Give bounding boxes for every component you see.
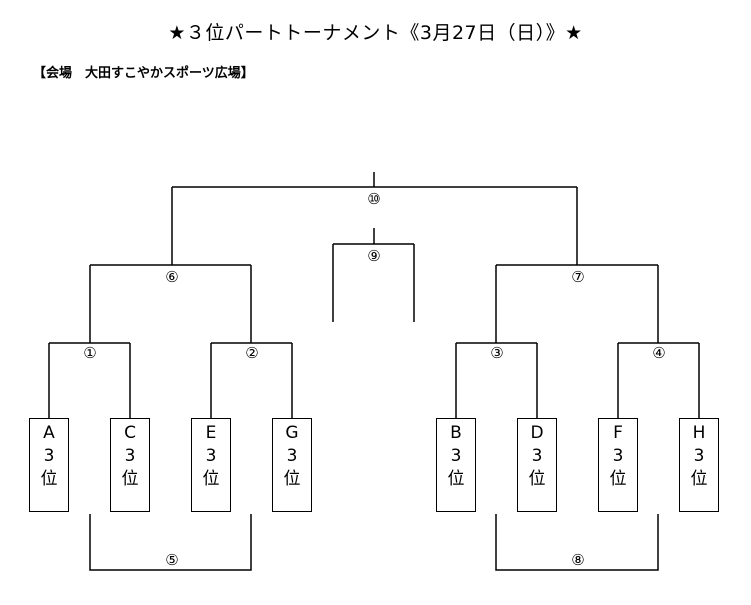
venue-label: 【会場 大田すこやかスポーツ広場】 bbox=[33, 66, 254, 81]
match4-line bbox=[617, 342, 700, 418]
team-box-c: C 3 位 bbox=[110, 418, 150, 512]
final-line bbox=[171, 172, 578, 265]
team-box-h: H 3 位 bbox=[679, 418, 719, 512]
match8-line bbox=[495, 514, 659, 571]
match2-line bbox=[210, 342, 293, 418]
match1-line bbox=[48, 342, 131, 418]
team-rank: 3 bbox=[205, 446, 217, 466]
match-1-label: ① bbox=[83, 344, 97, 362]
team-suffix: 位 bbox=[283, 469, 301, 489]
team-letter: F bbox=[613, 423, 623, 443]
team-suffix: 位 bbox=[447, 469, 465, 489]
match9-line bbox=[332, 228, 415, 322]
team-suffix: 位 bbox=[690, 469, 708, 489]
match-4-label: ④ bbox=[652, 344, 666, 362]
team-suffix: 位 bbox=[609, 469, 627, 489]
team-suffix: 位 bbox=[202, 469, 220, 489]
team-box-e: E 3 位 bbox=[191, 418, 231, 512]
team-rank: 3 bbox=[693, 446, 705, 466]
team-box-f: F 3 位 bbox=[598, 418, 638, 512]
match-5-label: ⑤ bbox=[165, 551, 179, 569]
team-rank: 3 bbox=[124, 446, 136, 466]
match5-line bbox=[89, 514, 252, 571]
team-rank: 3 bbox=[612, 446, 624, 466]
match7-line bbox=[495, 264, 659, 343]
team-box-b: B 3 位 bbox=[436, 418, 476, 512]
team-rank: 3 bbox=[531, 446, 543, 466]
match-8-label: ⑧ bbox=[571, 551, 585, 569]
team-letter: E bbox=[205, 423, 217, 443]
team-suffix: 位 bbox=[121, 469, 139, 489]
team-letter: H bbox=[692, 423, 706, 443]
team-letter: G bbox=[285, 423, 299, 443]
team-rank: 3 bbox=[286, 446, 298, 466]
match-3-label: ③ bbox=[490, 344, 504, 362]
team-letter: A bbox=[43, 423, 55, 443]
match-10-label: ⑩ bbox=[367, 190, 381, 208]
match-6-label: ⑥ bbox=[165, 268, 179, 286]
team-rank: 3 bbox=[450, 446, 462, 466]
team-box-d: D 3 位 bbox=[517, 418, 557, 512]
team-suffix: 位 bbox=[40, 469, 58, 489]
team-suffix: 位 bbox=[528, 469, 546, 489]
match-9-label: ⑨ bbox=[367, 247, 381, 265]
page-title: ★３位パートトーナメント《3月27日（日）》★ bbox=[168, 22, 583, 44]
match-7-label: ⑦ bbox=[571, 268, 585, 286]
team-rank: 3 bbox=[43, 446, 55, 466]
team-letter: D bbox=[530, 423, 544, 443]
team-letter: B bbox=[450, 423, 462, 443]
team-box-a: A 3 位 bbox=[29, 418, 69, 512]
match6-line bbox=[89, 264, 252, 343]
team-box-g: G 3 位 bbox=[272, 418, 312, 512]
team-letter: C bbox=[124, 423, 136, 443]
match-2-label: ② bbox=[245, 344, 259, 362]
match3-line bbox=[455, 342, 538, 418]
